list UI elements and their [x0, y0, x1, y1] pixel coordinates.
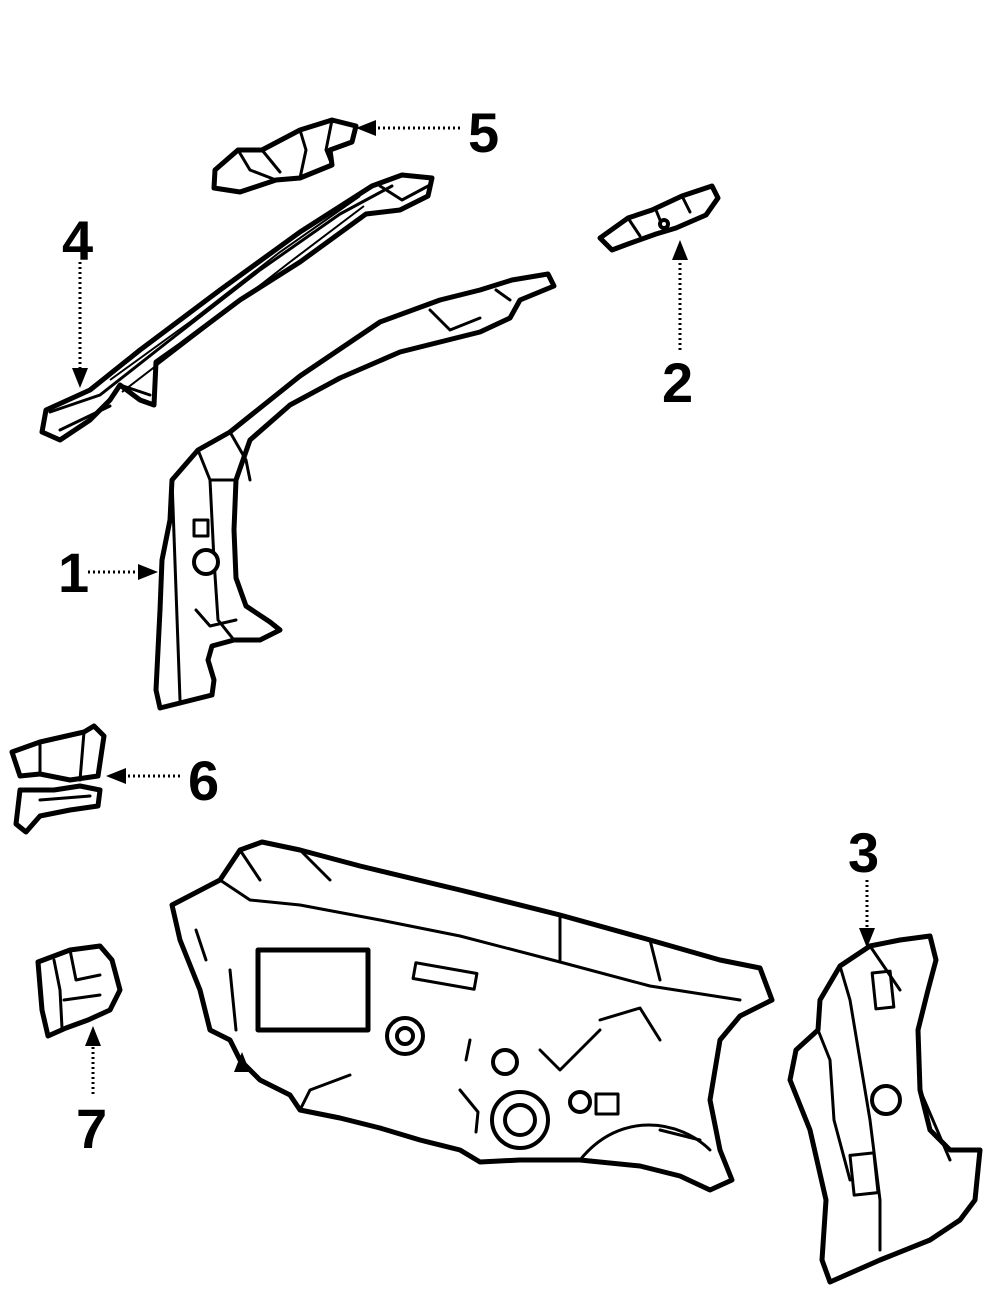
arrow-2: [672, 240, 688, 260]
part-1-pillar: [153, 271, 557, 711]
callout-2: 2: [662, 351, 693, 414]
arrow-4: [72, 368, 88, 388]
callout-5: 5: [468, 101, 499, 164]
part-3-cowl-side: [787, 933, 983, 1285]
callout-6: 6: [188, 749, 219, 812]
callout-4: 4: [62, 209, 93, 272]
callout-labels: 5 4 2 1 6 3 7: [58, 101, 879, 1160]
callout-7: 7: [76, 1097, 107, 1160]
part-7-bracket: [35, 943, 123, 1039]
arrow-dash: [234, 1052, 250, 1072]
part-6-bracket: [9, 723, 107, 835]
part-4-roof-rail: [39, 172, 435, 443]
part-2-bracket: [597, 183, 721, 253]
arrow-5: [356, 120, 376, 136]
leaders: [72, 120, 875, 1094]
dash-panel: [169, 839, 775, 1193]
arrow-3: [859, 928, 875, 948]
arrow-7: [85, 1026, 101, 1046]
callout-1: 1: [58, 541, 89, 604]
arrow-1: [138, 564, 158, 580]
callout-3: 3: [848, 821, 879, 884]
part-5-bracket: [211, 117, 359, 195]
arrow-6: [106, 768, 126, 784]
